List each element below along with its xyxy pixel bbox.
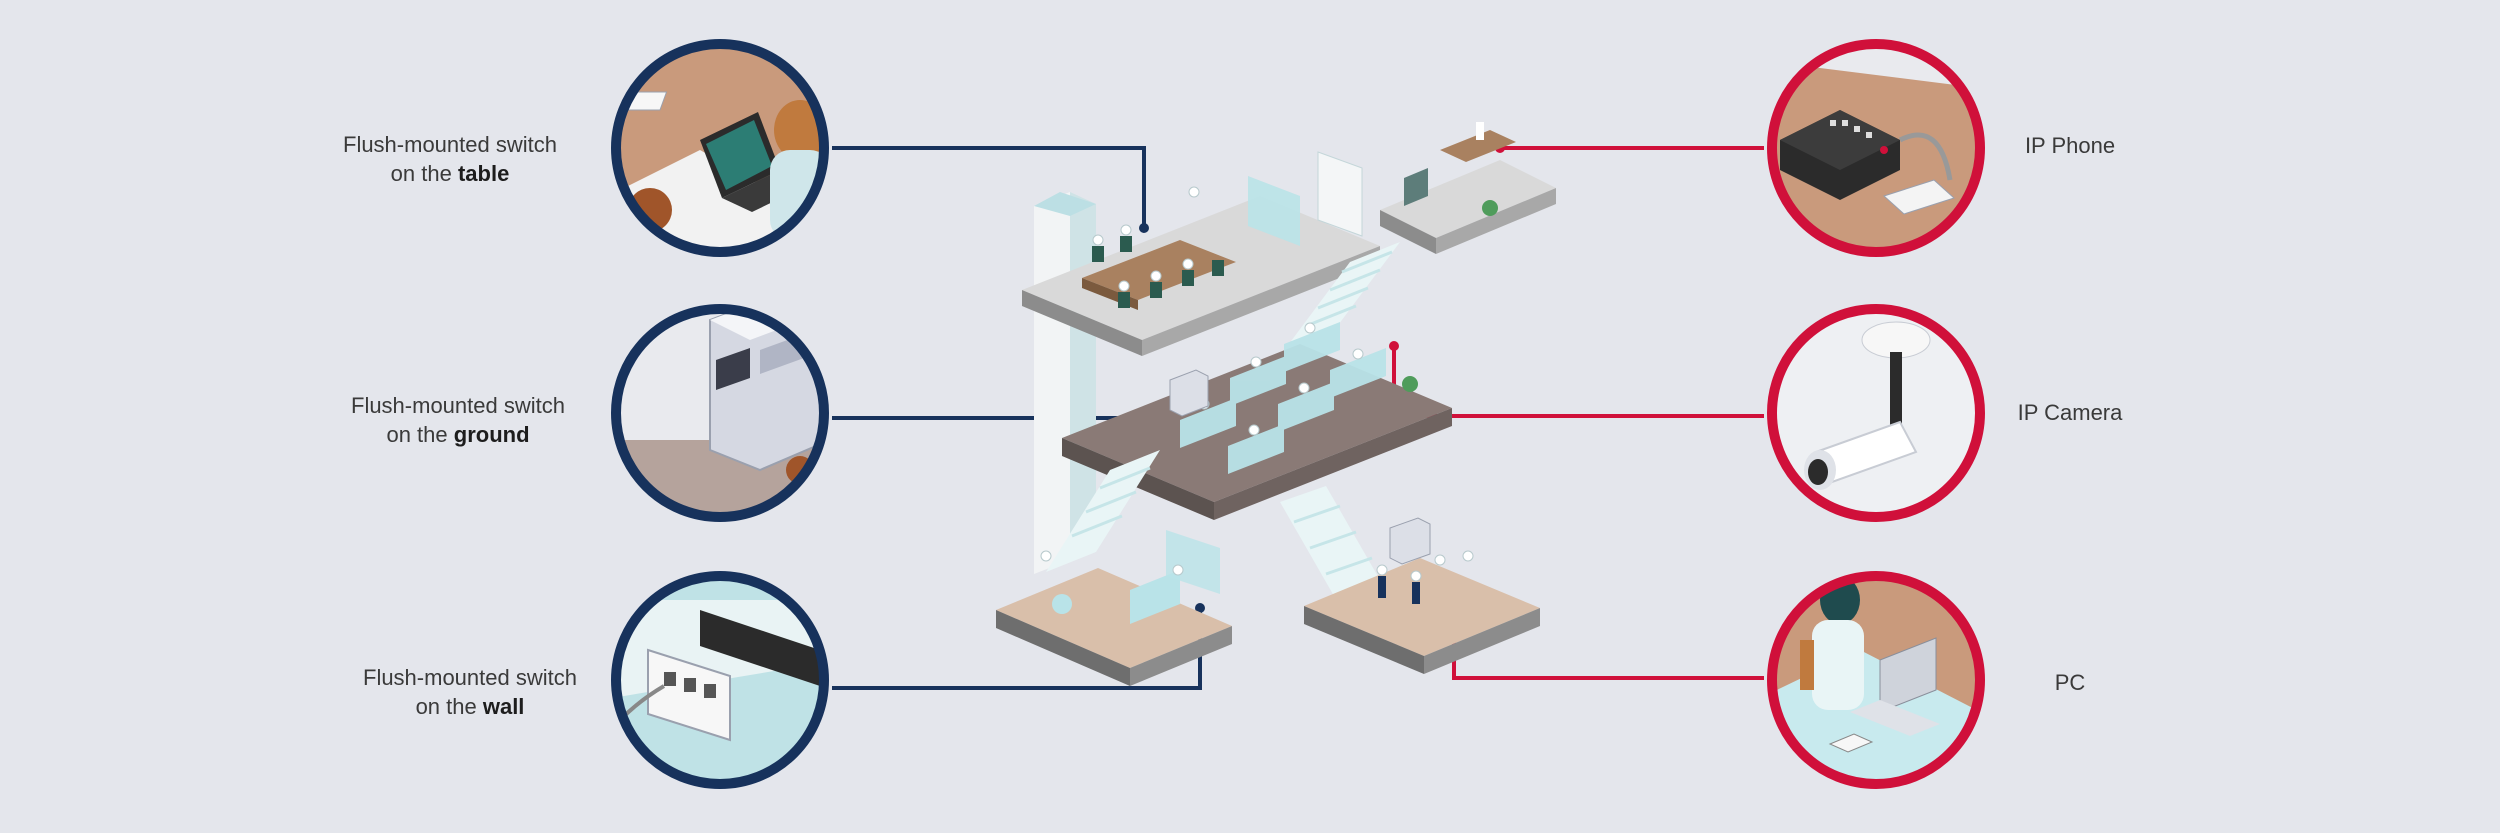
label-table-line1: Flush-mounted switch xyxy=(343,132,557,157)
label-ground-line2: on the ground xyxy=(338,420,578,449)
label-table-line2: on the table xyxy=(330,159,570,188)
isometric-building xyxy=(996,122,1556,686)
security-camera-icon xyxy=(1767,304,1985,522)
label-table-bold: table xyxy=(457,161,510,186)
label-wall-line1: Flush-mounted switch xyxy=(363,665,577,690)
label-wall-switch: Flush-mounted switch on the wall xyxy=(350,663,590,721)
person-pc-icon xyxy=(1767,571,1985,789)
label-ip-phone: IP Phone xyxy=(2024,133,2116,158)
label-ground-bold: ground xyxy=(453,422,530,447)
label-ground-line1: Flush-mounted switch xyxy=(351,393,565,418)
laptop-desk-icon xyxy=(611,39,829,257)
lower-left-floor xyxy=(996,568,1232,668)
desk-phone-icon xyxy=(1767,39,1985,257)
label-table-prefix: on the xyxy=(390,161,458,186)
wall-outlet-icon xyxy=(611,571,829,789)
label-wall-prefix: on the xyxy=(415,694,483,719)
label-pc: PC xyxy=(2054,670,2086,695)
line-camera xyxy=(1392,346,1764,418)
label-table-switch: Flush-mounted switch on the table xyxy=(330,130,570,188)
line-table xyxy=(832,146,1146,228)
label-wall-line2: on the wall xyxy=(350,692,590,721)
printer-floor-outlet-icon xyxy=(611,304,829,522)
label-wall-bold: wall xyxy=(482,694,525,719)
label-ip-camera: IP Camera xyxy=(2017,400,2123,425)
label-ground-prefix: on the xyxy=(386,422,454,447)
label-ground-switch: Flush-mounted switch on the ground xyxy=(338,391,578,449)
lower-right-floor xyxy=(1304,558,1540,656)
